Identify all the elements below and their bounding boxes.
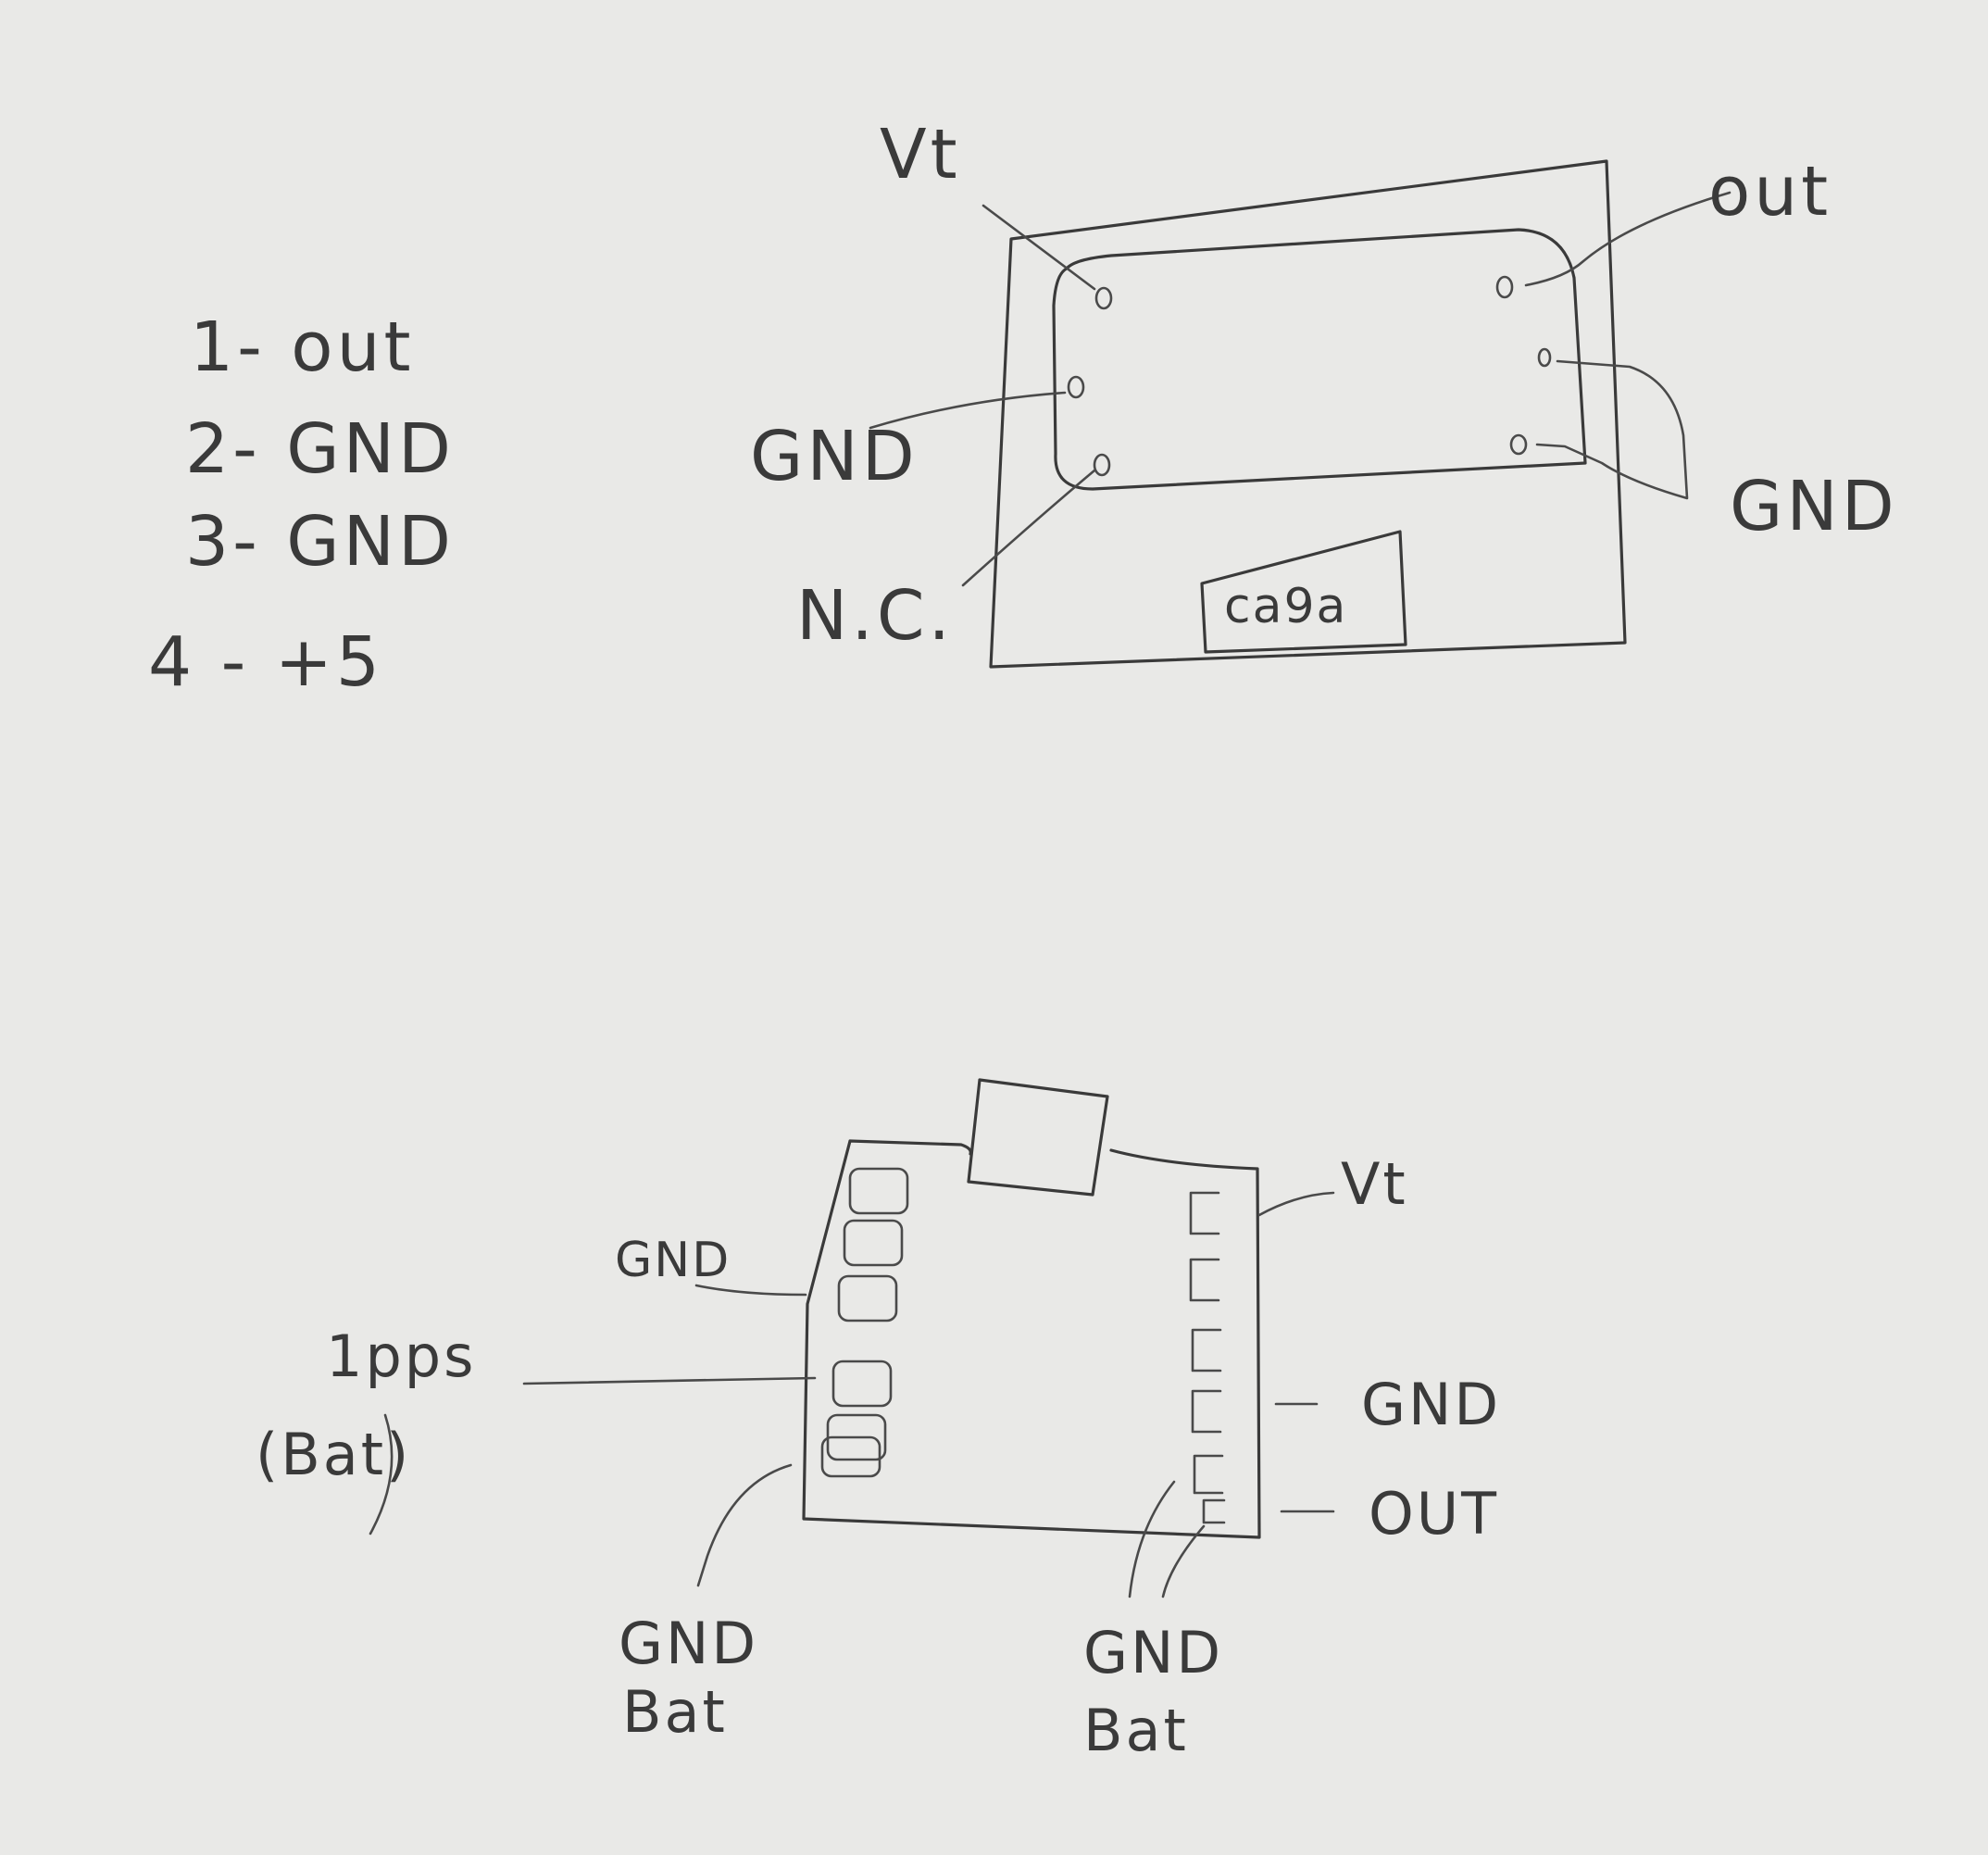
legend-line-3: 3- GND xyxy=(185,502,455,582)
bottom-label-gnd-right: GND xyxy=(1361,1371,1501,1438)
bottom-pad-right xyxy=(1189,1258,1220,1302)
bottom-label-out: OUT xyxy=(1369,1480,1499,1548)
top-module-chip xyxy=(1200,530,1407,654)
bottom-pad-left xyxy=(820,1435,881,1478)
bottom-left-pads xyxy=(820,1167,909,1478)
bottom-label-pps-bat: (Bat) xyxy=(256,1421,411,1488)
top-pin-right-3 xyxy=(1509,433,1528,456)
bottom-leader-gnd-bat-left xyxy=(696,1463,793,1587)
top-pin-left-2 xyxy=(1067,375,1085,399)
bottom-label-gnd-left: GND xyxy=(615,1233,731,1288)
bottom-pad-right xyxy=(1202,1498,1226,1524)
bottom-pad-right xyxy=(1191,1389,1222,1434)
bottom-leader-vt xyxy=(1257,1191,1335,1217)
bottom-pad-right xyxy=(1189,1191,1220,1235)
bottom-pps-bracket xyxy=(369,1413,394,1535)
bottom-pad-left xyxy=(848,1167,909,1215)
top-label-gnd-left: GND xyxy=(750,417,919,496)
bottom-pad-left xyxy=(843,1219,904,1267)
top-label-gnd-right: GND xyxy=(1730,467,1898,546)
bottom-module: Vt GND 1pps (Bat) GND OUT GND Bat GND Ba… xyxy=(256,1078,1501,1764)
bottom-pad-right xyxy=(1191,1328,1222,1372)
bottom-leader-pps xyxy=(522,1376,817,1385)
top-leader-vt xyxy=(981,204,1096,291)
pin-legend: 1- out 2- GND 3- GND 4 - +5 xyxy=(148,307,455,702)
top-leader-nc xyxy=(961,469,1096,587)
bottom-leader-gnd-bat-right-1 xyxy=(1128,1480,1176,1598)
top-label-out: out xyxy=(1708,152,1832,232)
bottom-label-gnd-bat-right-bat: Bat xyxy=(1083,1697,1189,1764)
bottom-label-gnd-bat-right: GND xyxy=(1083,1619,1223,1686)
bottom-right-pads xyxy=(1189,1191,1226,1524)
top-chip-label: ca9a xyxy=(1224,579,1347,634)
bottom-label-gnd-bat-left: GND xyxy=(619,1610,758,1677)
top-module: Vt out GND GND N.C. ca9a xyxy=(750,115,1898,669)
legend-line-4: 4 - +5 xyxy=(148,622,383,702)
top-pin-left-1 xyxy=(1094,286,1113,310)
legend-line-2: 2- GND xyxy=(185,409,455,489)
top-pin-right-2 xyxy=(1537,347,1552,368)
top-pin-left-3 xyxy=(1093,453,1111,477)
top-pin-right-1 xyxy=(1495,275,1514,299)
top-leader-out xyxy=(1524,191,1732,287)
top-label-vt: Vt xyxy=(880,115,961,194)
top-module-outer-board xyxy=(989,159,1627,669)
top-module-inner-outline xyxy=(1052,228,1587,491)
bottom-pad-left xyxy=(831,1360,893,1408)
bottom-label-gnd-bat-left-bat: Bat xyxy=(622,1678,728,1746)
bottom-label-vt: Vt xyxy=(1341,1150,1408,1218)
bottom-leader-gnd-bat-right-2 xyxy=(1161,1524,1206,1598)
bottom-pad-right xyxy=(1193,1454,1224,1495)
bottom-pad-left xyxy=(837,1274,898,1322)
legend-line-1: 1- out xyxy=(190,307,415,387)
top-label-nc: N.C. xyxy=(796,576,954,656)
top-leader-gnd-right xyxy=(1535,359,1689,500)
bottom-label-pps: 1pps xyxy=(326,1322,476,1390)
top-leader-gnd-left xyxy=(869,391,1067,430)
bottom-leader-gnd-left xyxy=(694,1284,807,1297)
bottom-module-antenna xyxy=(967,1078,1109,1197)
